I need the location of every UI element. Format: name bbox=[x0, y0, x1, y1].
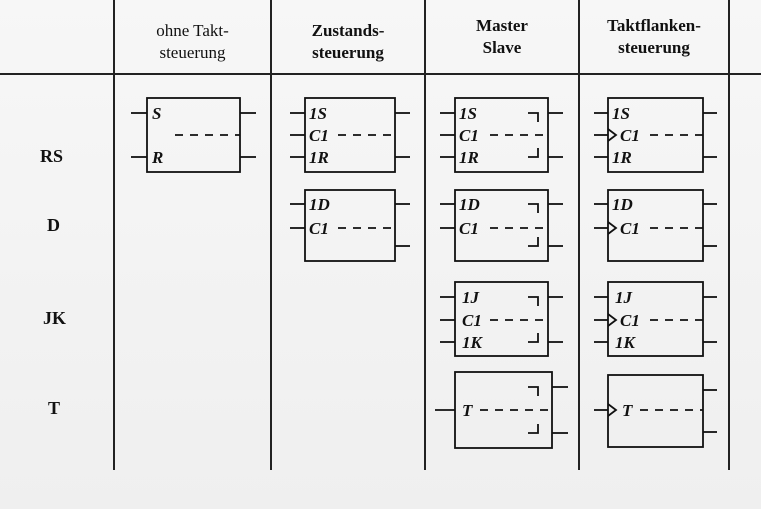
header-line: ohne Takt- bbox=[156, 21, 229, 40]
header-zustand: Zustands- steuerung bbox=[272, 20, 424, 64]
row-label-rs: RS bbox=[40, 146, 64, 166]
header-line: Taktflanken- bbox=[607, 16, 701, 35]
jk-edge-label-1: 1J bbox=[615, 288, 633, 307]
jk-master-slave-symbol bbox=[440, 281, 563, 357]
d-edge-label-2: C1 bbox=[620, 219, 640, 238]
header-line: Master bbox=[476, 16, 528, 35]
header-taktflanken: Taktflanken- steuerung bbox=[580, 15, 728, 59]
rs-ms-label-3: 1R bbox=[459, 148, 479, 167]
d-state-symbol bbox=[290, 189, 410, 262]
rs-state-label-3: 1R bbox=[309, 148, 329, 167]
rs-edge-label-1: 1S bbox=[612, 104, 630, 123]
header-line: steuerung bbox=[159, 43, 226, 62]
d-state-label-2: C1 bbox=[309, 219, 329, 238]
rs-plain-label-r: R bbox=[151, 148, 163, 167]
header-master-slave: Master Slave bbox=[426, 15, 578, 59]
rs-edge-symbol bbox=[594, 97, 717, 173]
rs-edge-label-3: 1R bbox=[612, 148, 632, 167]
rs-plain-label-s: S bbox=[152, 104, 161, 123]
jk-ms-label-1: 1J bbox=[462, 288, 480, 307]
header-ohne-takt: ohne Takt- steuerung bbox=[115, 20, 270, 64]
header-line: steuerung bbox=[312, 43, 384, 62]
jk-ms-label-3: 1K bbox=[462, 333, 484, 352]
header-line: steuerung bbox=[618, 38, 690, 57]
jk-edge-label-2: C1 bbox=[620, 311, 640, 330]
column-divider-3 bbox=[424, 0, 426, 470]
column-divider-2 bbox=[270, 0, 272, 470]
header-line: Zustands- bbox=[311, 21, 385, 40]
rs-master-slave-symbol bbox=[440, 97, 563, 173]
rs-ms-label-1: 1S bbox=[459, 104, 477, 123]
jk-edge-label-3: 1K bbox=[615, 333, 637, 352]
column-divider-1 bbox=[113, 0, 115, 470]
d-master-slave-symbol bbox=[440, 189, 563, 262]
d-ms-label-1: 1D bbox=[459, 195, 480, 214]
t-edge-symbol bbox=[594, 374, 717, 448]
row-label-t: T bbox=[48, 398, 61, 418]
row-label-jk: JK bbox=[43, 308, 67, 328]
jk-ms-label-2: C1 bbox=[462, 311, 482, 330]
column-divider-5 bbox=[728, 0, 730, 470]
rs-state-label-2: C1 bbox=[309, 126, 329, 145]
column-divider-4 bbox=[578, 0, 580, 470]
rs-edge-label-2: C1 bbox=[620, 126, 640, 145]
header-line: Slave bbox=[482, 38, 522, 57]
rs-state-symbol bbox=[290, 97, 410, 173]
d-edge-symbol bbox=[594, 189, 717, 262]
header-divider bbox=[0, 73, 761, 75]
t-master-slave-symbol bbox=[435, 371, 568, 449]
row-label-d: D bbox=[47, 215, 60, 235]
d-state-label-1: 1D bbox=[309, 195, 330, 214]
rs-state-label-1: 1S bbox=[309, 104, 327, 123]
t-edge-label: T bbox=[622, 401, 633, 420]
t-ms-label: T bbox=[462, 401, 473, 420]
d-edge-label-1: 1D bbox=[612, 195, 633, 214]
d-ms-label-2: C1 bbox=[459, 219, 479, 238]
rs-plain-symbol bbox=[131, 97, 256, 173]
rs-ms-label-2: C1 bbox=[459, 126, 479, 145]
jk-edge-symbol bbox=[594, 281, 717, 357]
